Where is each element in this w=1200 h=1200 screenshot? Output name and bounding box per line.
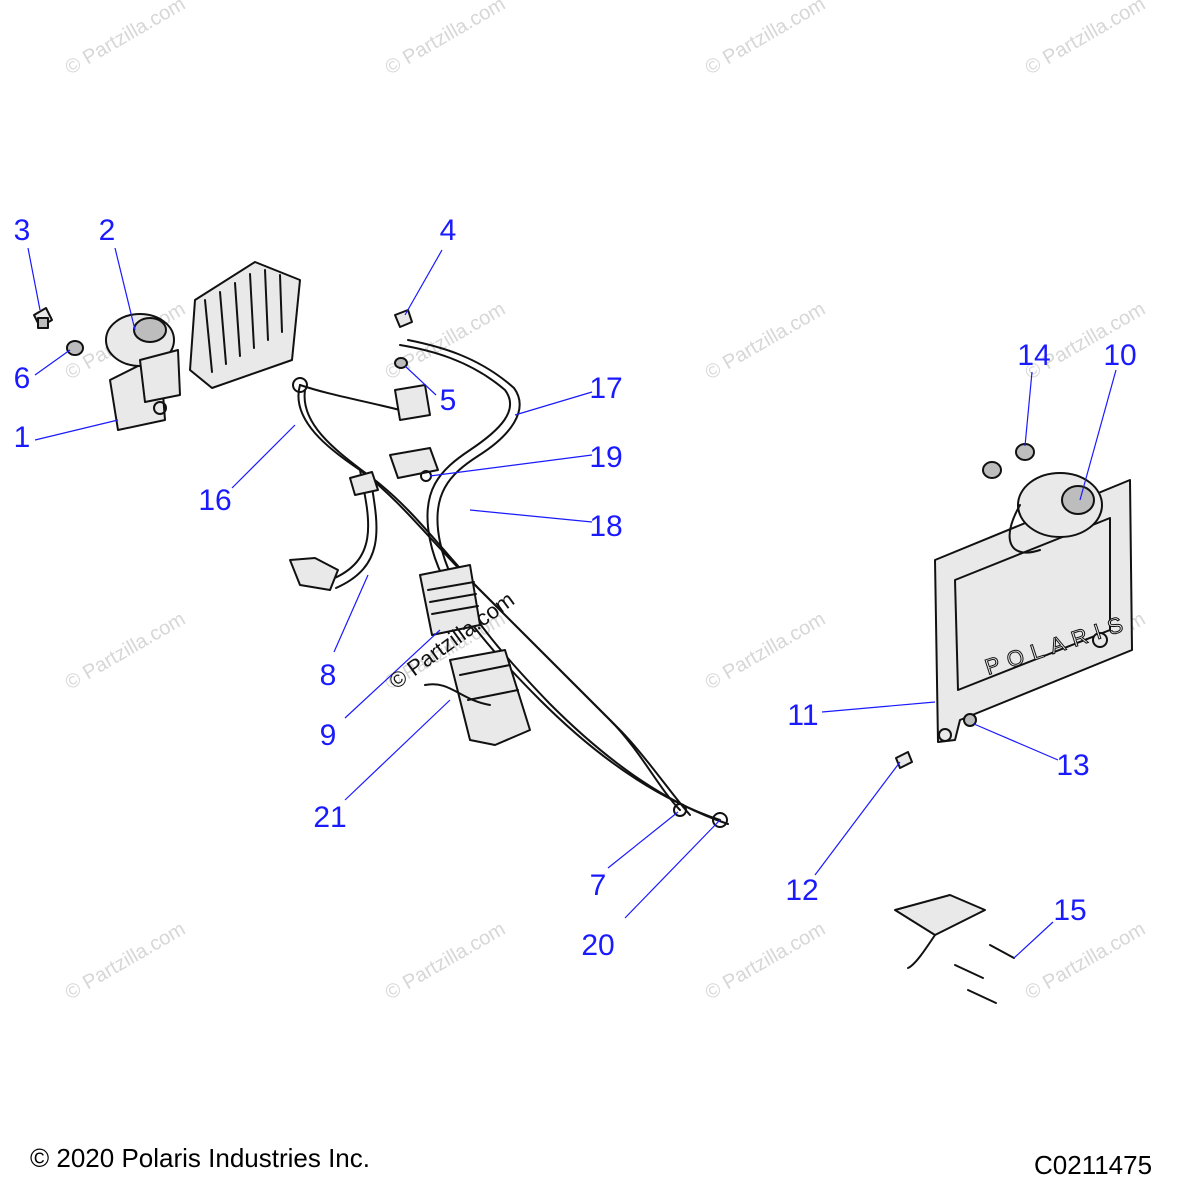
leader-line-16 (231, 424, 296, 489)
watermark-text: © Partzilla.com (1022, 0, 1150, 79)
callout-label-6[interactable]: 6 (14, 362, 31, 395)
leader-line-8 (333, 574, 369, 653)
watermark-text: © Partzilla.com (702, 298, 830, 384)
watermark-text: © Partzilla.com (62, 918, 190, 1004)
callout-label-3[interactable]: 3 (14, 214, 31, 247)
callout-label-5[interactable]: 5 (440, 384, 457, 417)
leader-line-12 (814, 761, 901, 876)
callout-label-15[interactable]: 15 (1053, 894, 1086, 927)
callout-label-14[interactable]: 14 (1017, 339, 1050, 372)
callout-label-10[interactable]: 10 (1103, 339, 1136, 372)
copyright-text: © 2020 Polaris Industries Inc. (30, 1143, 370, 1173)
leader-line-1 (34, 419, 119, 441)
watermark-text: © Partzilla.com (382, 918, 510, 1004)
callout-label-20[interactable]: 20 (581, 929, 614, 962)
drawing-number: C0211475 (1034, 1150, 1153, 1180)
callout-label-21[interactable]: 21 (313, 801, 346, 834)
leader-lines (27, 247, 1117, 959)
watermark-text: © Partzilla.com (702, 0, 830, 79)
horn-assembly[interactable] (105, 313, 181, 431)
callout-label-4[interactable]: 4 (440, 214, 457, 247)
leader-line-11 (821, 701, 936, 713)
callout-label-8[interactable]: 8 (320, 659, 337, 692)
wire-harness[interactable] (289, 339, 729, 828)
watermark-text: © Partzilla.com (62, 0, 190, 79)
watermark-text: © Partzilla.com (382, 0, 510, 79)
washer-part[interactable] (66, 340, 84, 356)
watermark-text: © Partzilla.com (702, 918, 830, 1004)
callout-label-7[interactable]: 7 (590, 869, 607, 902)
callout-label-16[interactable]: 16 (198, 484, 231, 517)
leader-line-19 (429, 454, 593, 477)
leader-line-3 (27, 247, 41, 311)
callout-label-2[interactable]: 2 (99, 214, 116, 247)
callout-label-13[interactable]: 13 (1056, 749, 1089, 782)
leader-line-4 (404, 249, 443, 316)
connector-block[interactable] (419, 564, 531, 746)
callout-label-1[interactable]: 1 (14, 421, 31, 454)
leader-line-21 (344, 699, 451, 801)
leader-line-2 (114, 247, 136, 331)
bolt-part[interactable] (394, 309, 413, 328)
screw-part[interactable] (33, 307, 53, 329)
bracket-screws[interactable] (895, 713, 977, 769)
leader-line-10 (1079, 369, 1117, 501)
leader-line-5 (404, 365, 437, 396)
leader-line-7 (607, 811, 679, 869)
callout-label-11[interactable]: 11 (787, 699, 818, 732)
watermark-text: © Partzilla.com (382, 298, 510, 384)
nut-part[interactable] (394, 357, 408, 369)
grommets[interactable] (982, 443, 1035, 479)
leader-line-6 (34, 349, 71, 376)
lower-bracket[interactable] (894, 894, 1015, 1004)
voltage-regulator[interactable] (189, 261, 301, 389)
leader-line-17 (514, 391, 593, 416)
callout-label-19[interactable]: 19 (589, 441, 622, 474)
leader-line-18 (469, 509, 593, 523)
leader-line-13 (973, 723, 1059, 761)
headlight-bracket[interactable] (934, 479, 1133, 743)
watermark-text: © Partzilla.com (1022, 918, 1150, 1004)
callout-label-18[interactable]: 18 (589, 510, 622, 543)
horn-assembly-right[interactable] (1008, 472, 1103, 554)
leader-line-14 (1024, 371, 1033, 447)
watermark-text: © Partzilla.com (62, 608, 190, 694)
watermark-text: © Partzilla.com (702, 608, 830, 694)
callout-label-12[interactable]: 12 (785, 874, 818, 907)
leader-line-9 (344, 629, 441, 719)
leader-line-20 (624, 819, 721, 919)
leader-line-15 (1013, 921, 1054, 959)
callout-label-9[interactable]: 9 (320, 719, 337, 752)
callout-label-17[interactable]: 17 (589, 372, 622, 405)
